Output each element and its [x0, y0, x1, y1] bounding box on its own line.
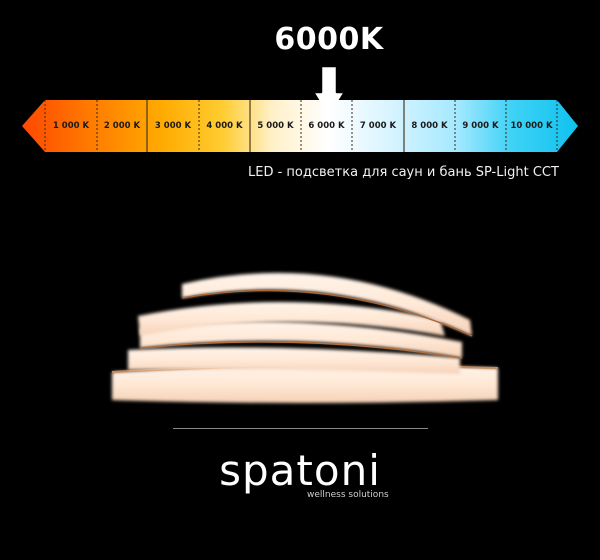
- brand-tagline: wellness solutions: [307, 490, 389, 500]
- scale-label-9000k: 9 000 K: [462, 121, 499, 131]
- scale-bar-graphic: [22, 100, 578, 152]
- led-strip-image: [100, 250, 520, 414]
- product-caption: LED - подсветка для саун и бань SP-Light…: [248, 165, 559, 180]
- selected-temperature-heading: 6000K: [274, 22, 384, 57]
- scale-label-6000k: 6 000 K: [308, 121, 345, 131]
- scale-label-7000k: 7 000 K: [359, 121, 397, 131]
- scale-label-8000k: 8 000 K: [411, 121, 448, 131]
- scale-label-3000k: 3 000 K: [154, 121, 192, 131]
- scale-label-4000k: 4 000 K: [206, 121, 243, 131]
- divider-line: [173, 428, 428, 429]
- scale-label-5000k: 5 000 K: [257, 121, 294, 131]
- brand-logo: spatoni: [219, 446, 381, 495]
- scale-label-2000k: 2 000 K: [103, 121, 141, 131]
- color-temperature-scale: 1 000 K 2 000 K 3 000 K 4 000 K 5 000 K …: [22, 100, 578, 152]
- scale-label-1000k: 1 000 K: [52, 121, 90, 131]
- scale-label-10000k: 10 000 K: [510, 121, 553, 131]
